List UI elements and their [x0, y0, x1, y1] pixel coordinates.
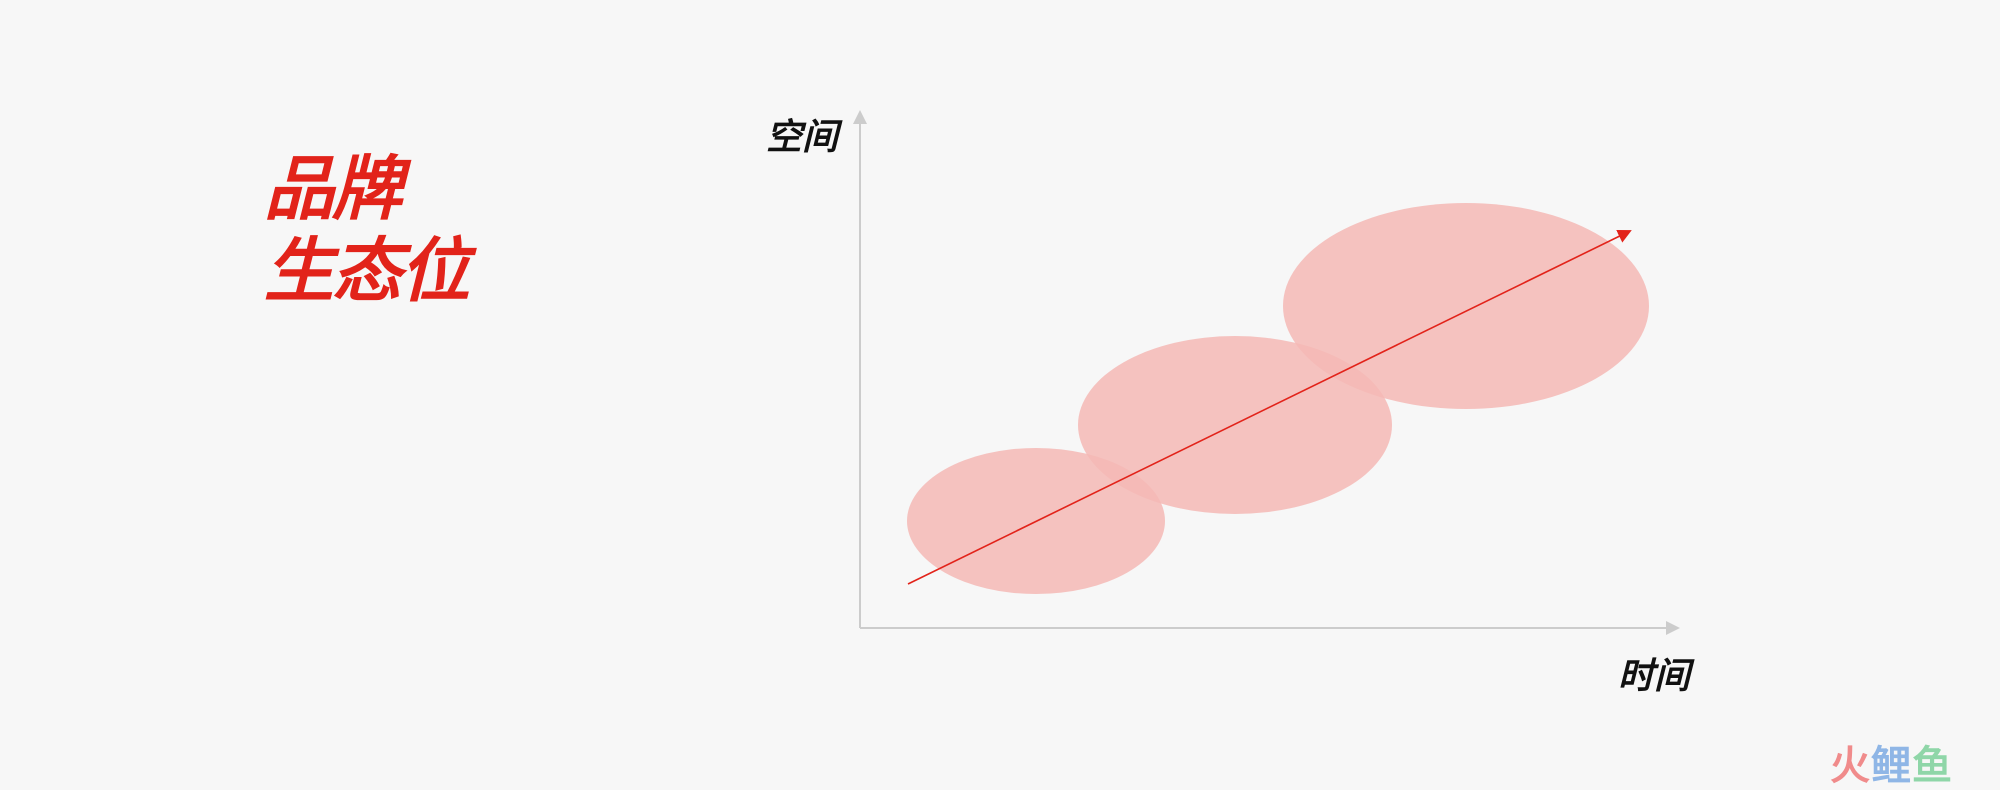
watermark-part-1: 火	[1830, 743, 1871, 789]
x-axis-label: 时间	[1618, 656, 1691, 697]
title-line-2: 生态位	[264, 230, 470, 312]
y-axis-label: 空间	[766, 117, 839, 158]
watermark-part-3: 鱼	[1912, 743, 1953, 789]
growth-arrow	[907, 229, 1632, 585]
watermark-logo: 火鲤鱼	[1830, 742, 1953, 790]
title-line-1: 品牌	[264, 148, 402, 230]
page-title: 品牌 生态位	[264, 148, 470, 312]
watermark-part-2: 鲤	[1871, 743, 1912, 789]
ellipse-large	[1283, 203, 1649, 409]
